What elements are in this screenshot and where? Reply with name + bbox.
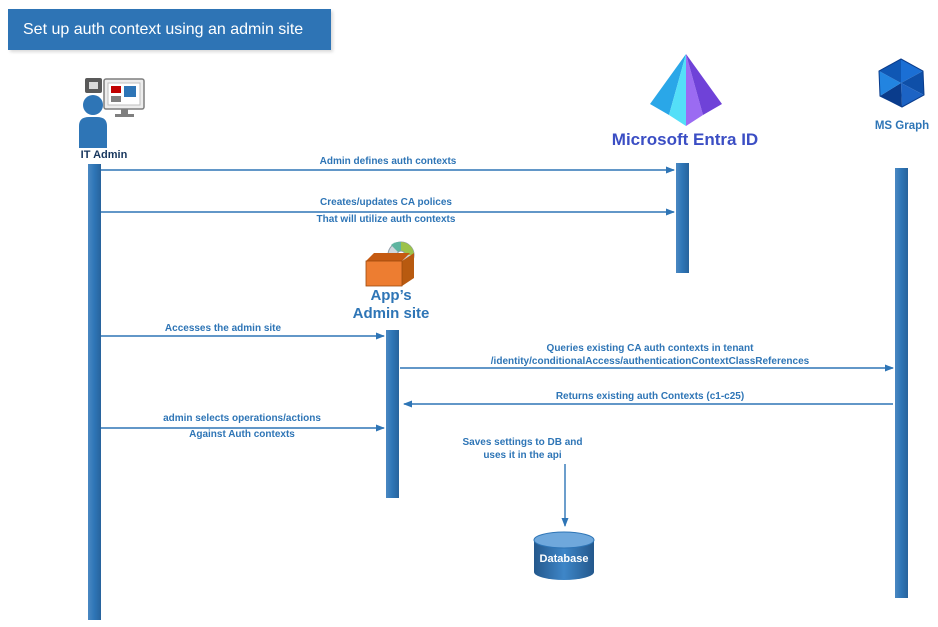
title-banner: Set up auth context using an admin site xyxy=(8,9,331,50)
entra-id-label: Microsoft Entra ID xyxy=(611,130,759,149)
message-queries-line1: Queries existing CA auth contexts in ten… xyxy=(546,343,754,354)
it-admin-icon xyxy=(79,78,145,148)
message-admin-defines-auth-contexts: Admin defines auth contexts xyxy=(319,156,457,167)
message-admin-selects-line1: admin selects operations/actions xyxy=(163,413,321,424)
message-accesses-admin-site: Accesses the admin site xyxy=(164,323,282,334)
message-creates-updates-line1: Creates/updates CA polices xyxy=(320,197,452,208)
database-icon xyxy=(533,531,595,580)
message-admin-selects-line2: Against Auth contexts xyxy=(189,429,295,440)
message-saves-settings-line2: uses it in the api xyxy=(483,450,562,461)
message-creates-updates-line2: That will utilize auth contexts xyxy=(316,214,456,225)
message-saves-settings-line1: Saves settings to DB and xyxy=(462,437,583,448)
admin-site-lifeline xyxy=(386,330,399,498)
entra-id-lifeline xyxy=(676,163,689,273)
admin-site-icon xyxy=(365,241,415,287)
admin-site-label-line1: App’s xyxy=(370,287,412,304)
it-admin-label: IT Admin xyxy=(80,149,128,161)
message-returns-auth-contexts: Returns existing auth Contexts (c1-c25) xyxy=(555,391,745,402)
ms-graph-icon xyxy=(878,58,925,108)
ms-graph-label: MS Graph xyxy=(874,120,930,132)
database-label: Database xyxy=(539,553,589,565)
entra-id-icon xyxy=(650,54,722,126)
it-admin-lifeline xyxy=(88,164,101,620)
admin-site-label-line2: Admin site xyxy=(352,305,430,322)
message-queries-line2: /identity/conditionalAccess/authenticati… xyxy=(490,356,810,367)
ms-graph-lifeline xyxy=(895,168,908,598)
